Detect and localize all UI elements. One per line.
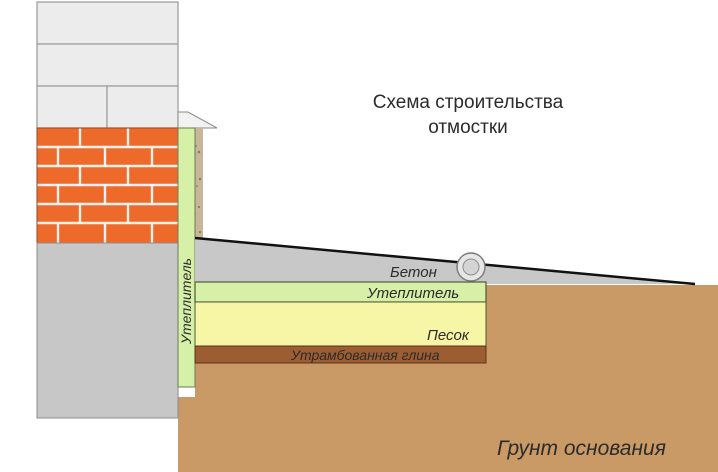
upper-wall-blocks: [36, 1, 179, 129]
sand-label: Песок: [427, 327, 470, 344]
drip-edge: [177, 111, 218, 129]
clay-label: Утрамбованная глина: [290, 347, 440, 363]
diagram-title: Схема строительства отмостки: [372, 92, 564, 138]
vertical-insulation-label: Утеплитель: [178, 258, 194, 345]
horizontal-insulation-label: Утеплитель: [366, 285, 459, 302]
concrete-top-line: [194, 236, 696, 286]
base-soil-label: Грунт основания: [497, 437, 666, 460]
brick-mortar-joints: [37, 128, 178, 243]
drainage-pipe-inner: [462, 258, 480, 276]
concrete-label: Бетон: [390, 264, 437, 281]
vertical-insulation: [177, 127, 196, 388]
clay-layer: [194, 345, 487, 364]
foundation: [36, 242, 179, 419]
sand-layer: [194, 301, 487, 347]
